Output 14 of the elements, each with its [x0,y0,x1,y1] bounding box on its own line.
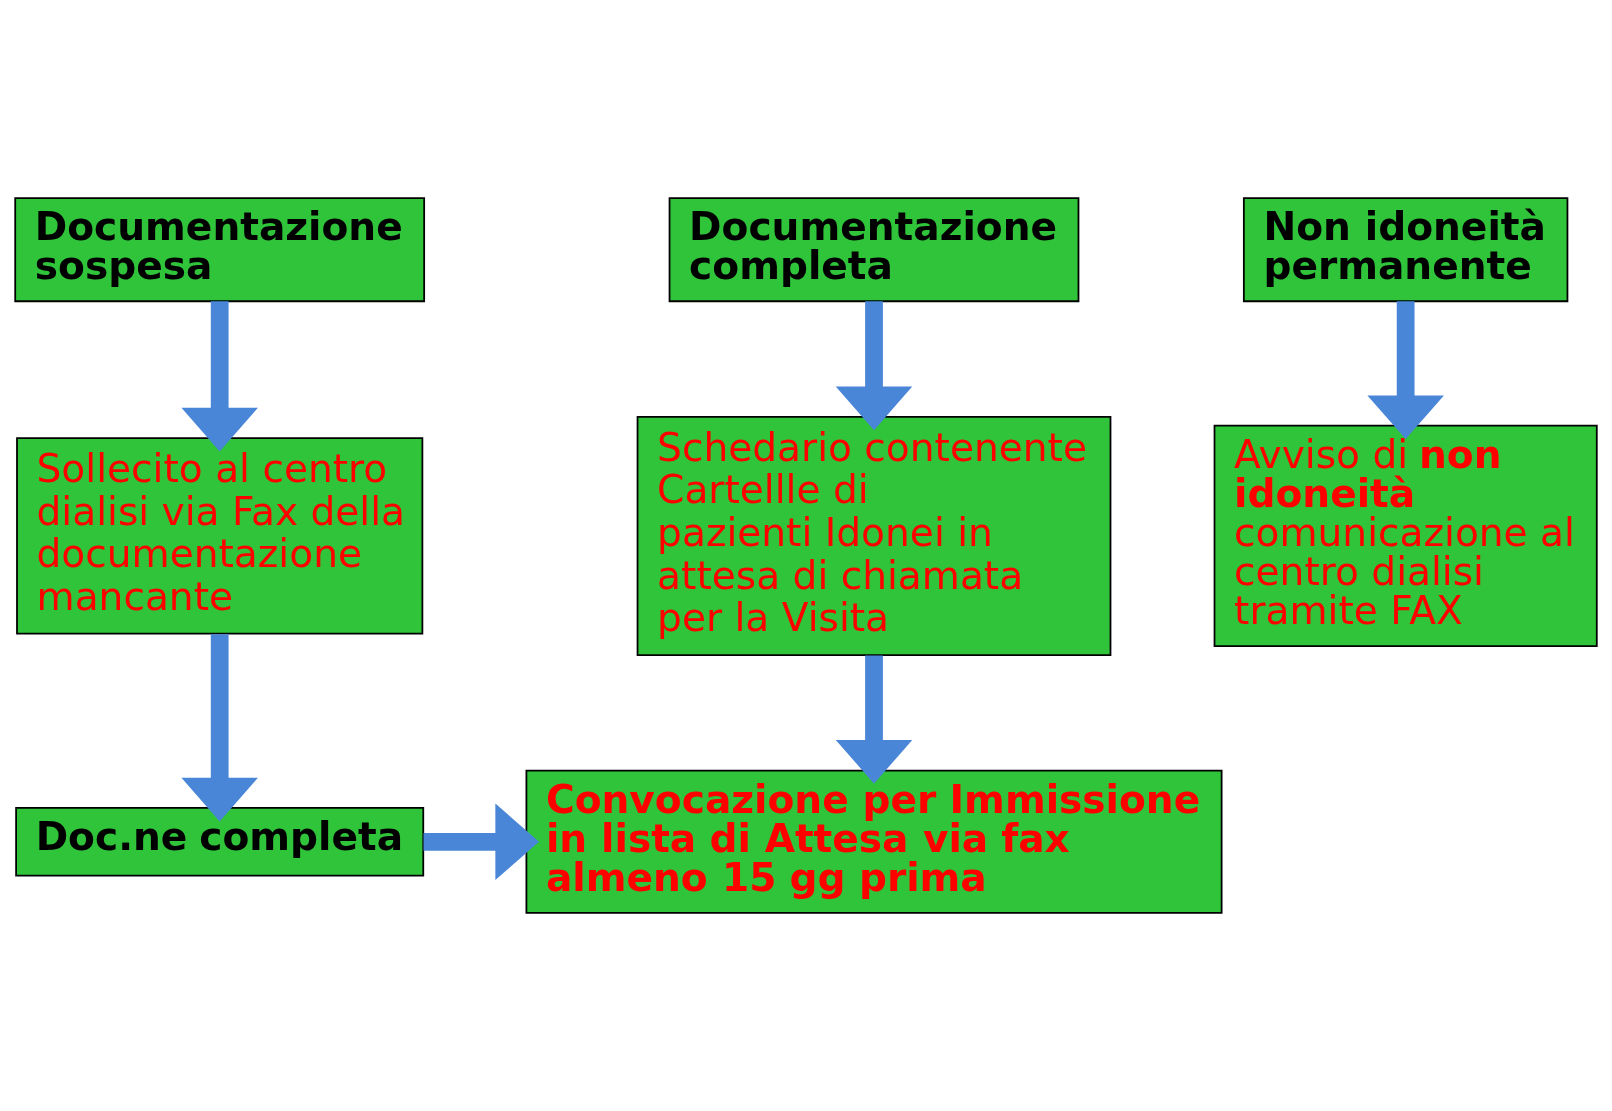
node-box: Sollecito al centro dialisi via Fax della documentazione mancante [16,437,424,635]
node-box: Documentazione completa [668,197,1080,303]
node-box: Schedario contenente Cartellle di pazienti Idonei in attesa di chiamata per la Visita [636,415,1112,656]
arrow [181,301,258,452]
node-box: Avviso di non idoneità comunicazione al centro dialisi tramite FAX [1213,424,1598,648]
arrow [1367,301,1444,440]
node-box: Non idoneità permanente [1242,197,1569,303]
arrow [835,655,913,784]
arrow [423,803,540,881]
node-box: Convocazione per Immissione in lista di Attesa via fax almeno 15 gg prima [525,769,1223,914]
node-box: Doc.ne completa [15,807,425,877]
node-box: Documentazione sospesa [14,197,426,303]
arrow [181,634,258,822]
arrow [835,301,913,431]
